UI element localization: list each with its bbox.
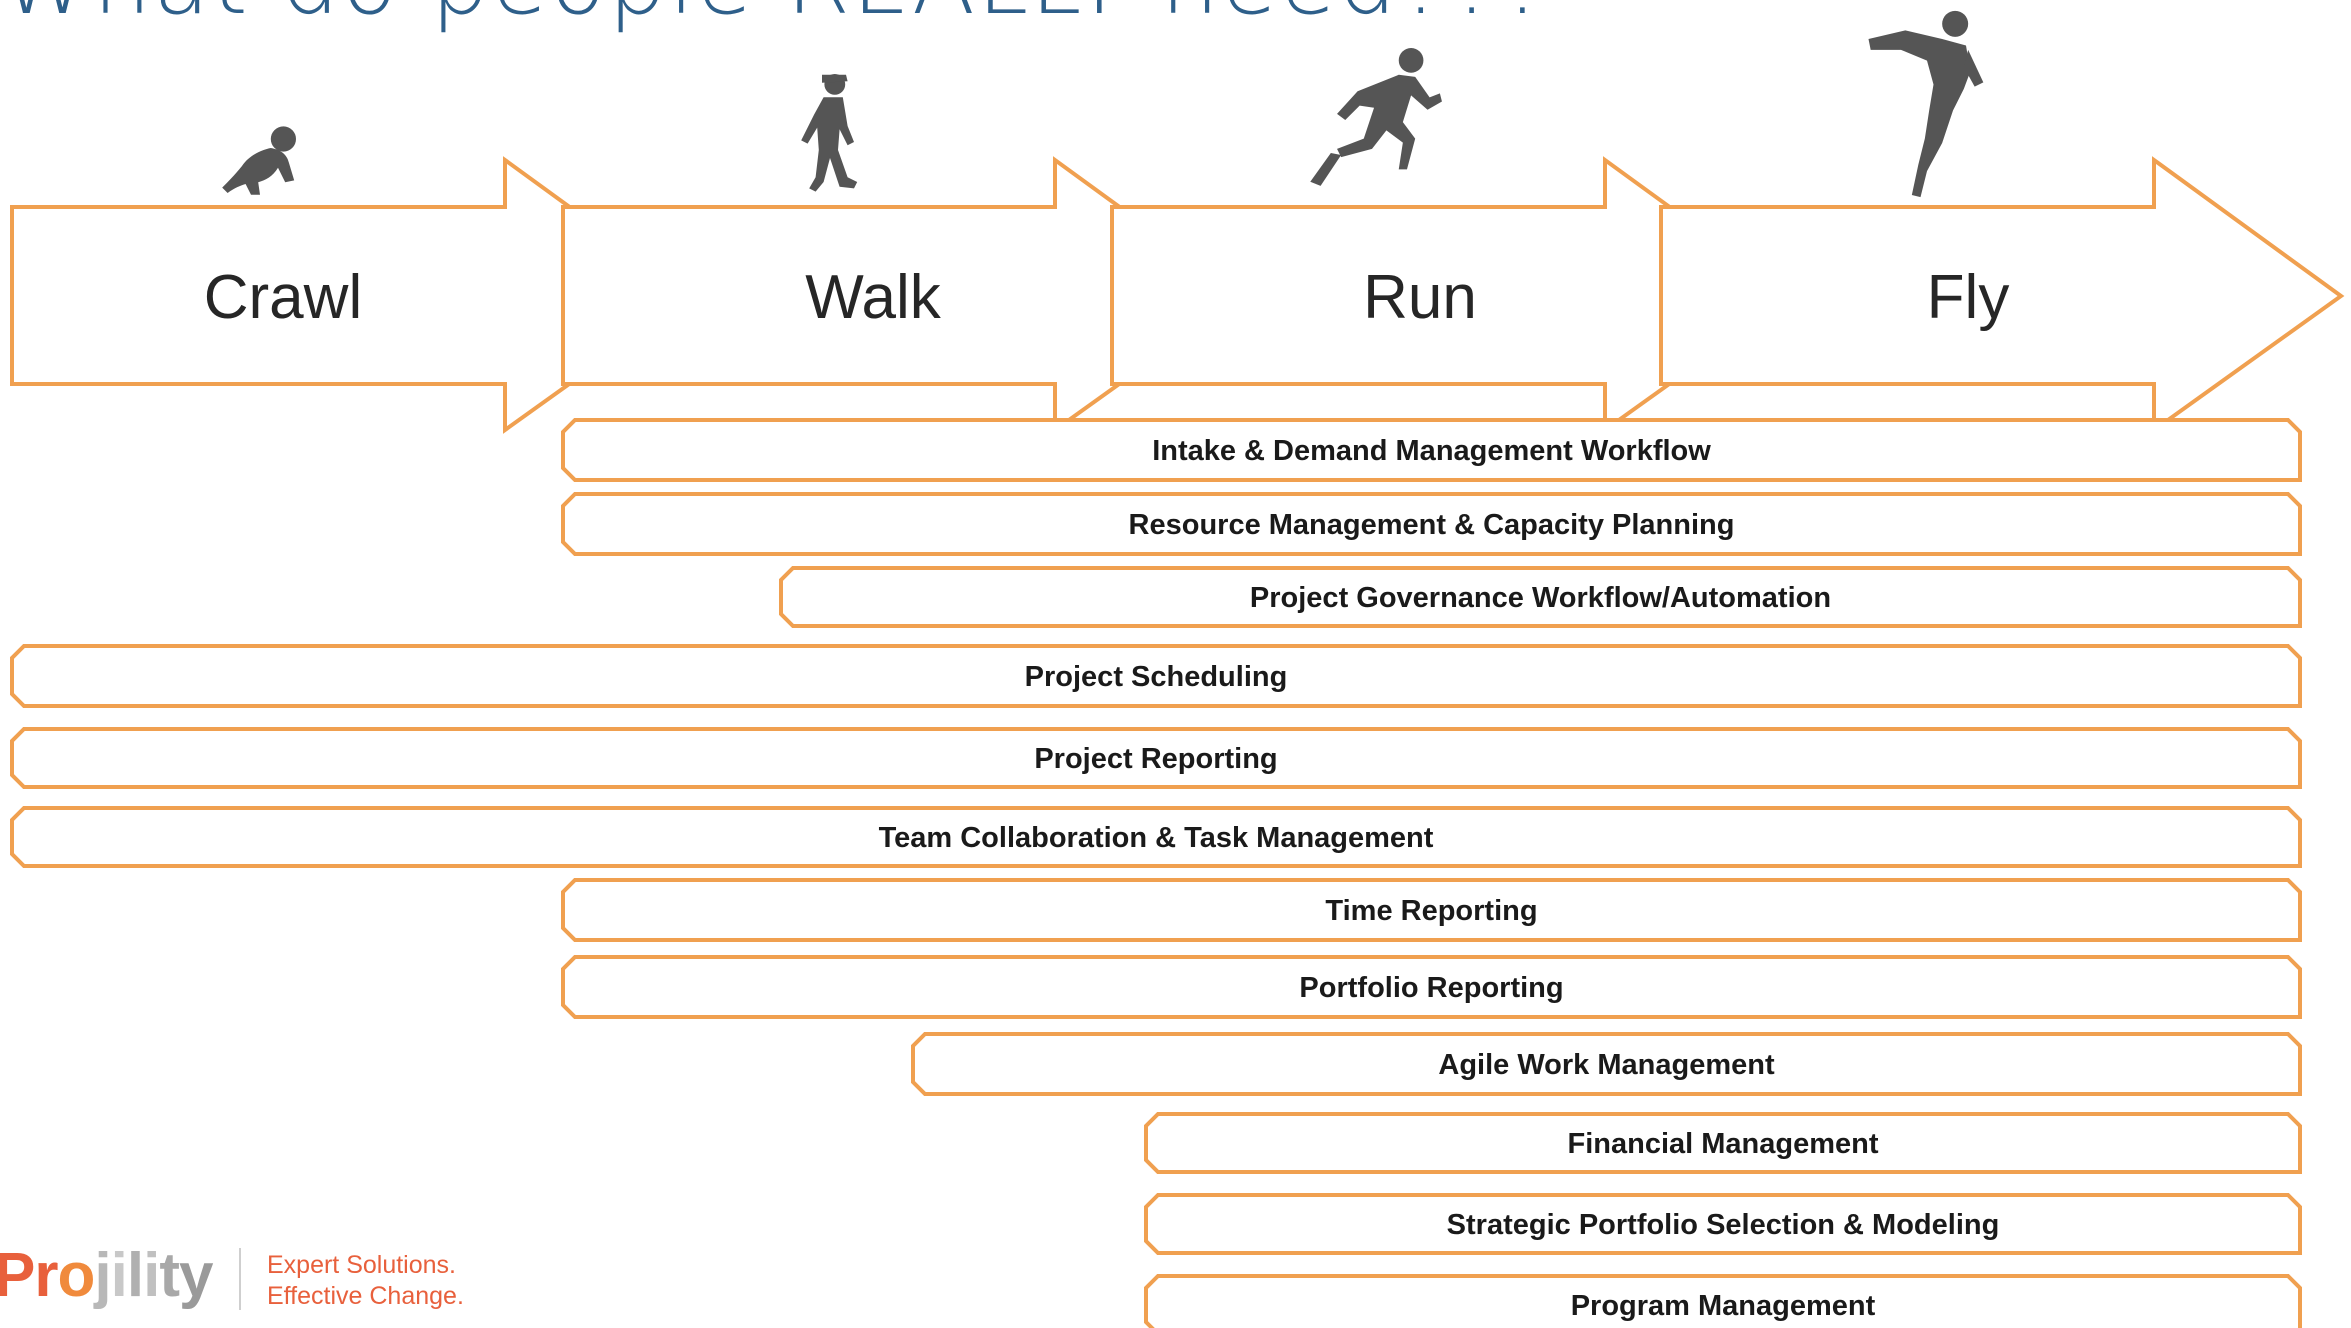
capability-label: Financial Management <box>1567 1128 1878 1160</box>
capability-label: Team Collaboration & Task Management <box>879 822 1434 854</box>
logo-letter: y <box>178 1241 213 1310</box>
logo-letter: j <box>94 1241 111 1310</box>
stage-label: Crawl <box>204 263 362 332</box>
capability-bar: Portfolio Reporting <box>561 955 2302 1019</box>
capability-bar: Team Collaboration & Task Management <box>10 806 2302 868</box>
capability-bar: Time Reporting <box>561 878 2302 942</box>
running-man-icon <box>1310 48 1442 186</box>
logo-letter: i <box>143 1241 160 1310</box>
logo-tagline: Expert Solutions. Effective Change. <box>267 1250 464 1312</box>
capability-label: Resource Management & Capacity Planning <box>1129 509 1735 541</box>
capability-label: Agile Work Management <box>1438 1049 1775 1081</box>
capability-bar-shape <box>1144 1193 2302 1255</box>
stage-fly: Fly <box>1659 10 2345 434</box>
walking-child-icon <box>801 74 858 192</box>
page-title: What do people REALLY need??? <box>0 0 1551 35</box>
capability-bar-shape <box>1144 1112 2302 1174</box>
capability-label: Time Reporting <box>1325 895 1537 927</box>
flying-person-icon <box>1868 10 1984 198</box>
stage-arrow <box>1659 156 2345 434</box>
logo-divider <box>239 1248 241 1310</box>
capability-bar-shape <box>779 566 2302 628</box>
capability-bar-shape <box>561 418 2302 482</box>
capability-bar: Program Management <box>1144 1274 2302 1328</box>
capability-label: Project Reporting <box>1034 743 1277 775</box>
logo-letter: i <box>110 1241 128 1310</box>
logo-letter: l <box>126 1241 144 1310</box>
capability-bar: Project Scheduling <box>10 644 2302 708</box>
capability-bar: Project Governance Workflow/Automation <box>779 566 2302 628</box>
capability-bar: Agile Work Management <box>911 1032 2302 1096</box>
stage-walk: Walk <box>561 74 1246 434</box>
capability-label: Portfolio Reporting <box>1299 972 1563 1004</box>
crawling-baby-icon <box>222 126 296 195</box>
capability-bar: Financial Management <box>1144 1112 2302 1174</box>
capability-bar: Resource Management & Capacity Planning <box>561 492 2302 556</box>
capability-bar-shape <box>561 955 2302 1019</box>
capability-bar-shape <box>911 1032 2302 1096</box>
capability-label: Project Governance Workflow/Automation <box>1250 582 1831 614</box>
capability-bar-shape <box>10 727 2302 789</box>
capability-bar-shape <box>1144 1274 2302 1328</box>
capability-bar: Project Reporting <box>10 727 2302 789</box>
capability-label: Program Management <box>1571 1290 1876 1322</box>
logo-letter: P <box>0 1241 35 1310</box>
stage-label: Walk <box>805 263 941 332</box>
capability-bar: Strategic Portfolio Selection & Modeling <box>1144 1193 2302 1255</box>
stage-label: Run <box>1363 263 1477 332</box>
logo-letter: t <box>159 1241 180 1310</box>
logo-tagline-line-2: Effective Change. <box>267 1282 464 1310</box>
capability-bar-shape <box>10 644 2302 708</box>
capability-label: Project Scheduling <box>1025 661 1288 693</box>
logo-letter: o <box>57 1241 96 1310</box>
capability-bar: Intake & Demand Management Workflow <box>561 418 2302 482</box>
logo-letter: r <box>34 1241 58 1310</box>
stage-label: Fly <box>1927 263 2010 332</box>
capability-bar-shape <box>561 878 2302 942</box>
capability-bar-shape <box>10 806 2302 868</box>
logo-wordmark: Projility <box>0 1240 213 1311</box>
capability-bar-shape <box>561 492 2302 556</box>
capability-label: Strategic Portfolio Selection & Modeling <box>1447 1209 2000 1241</box>
capability-label: Intake & Demand Management Workflow <box>1152 435 1711 467</box>
logo-tagline-line-1: Expert Solutions. <box>267 1251 456 1279</box>
